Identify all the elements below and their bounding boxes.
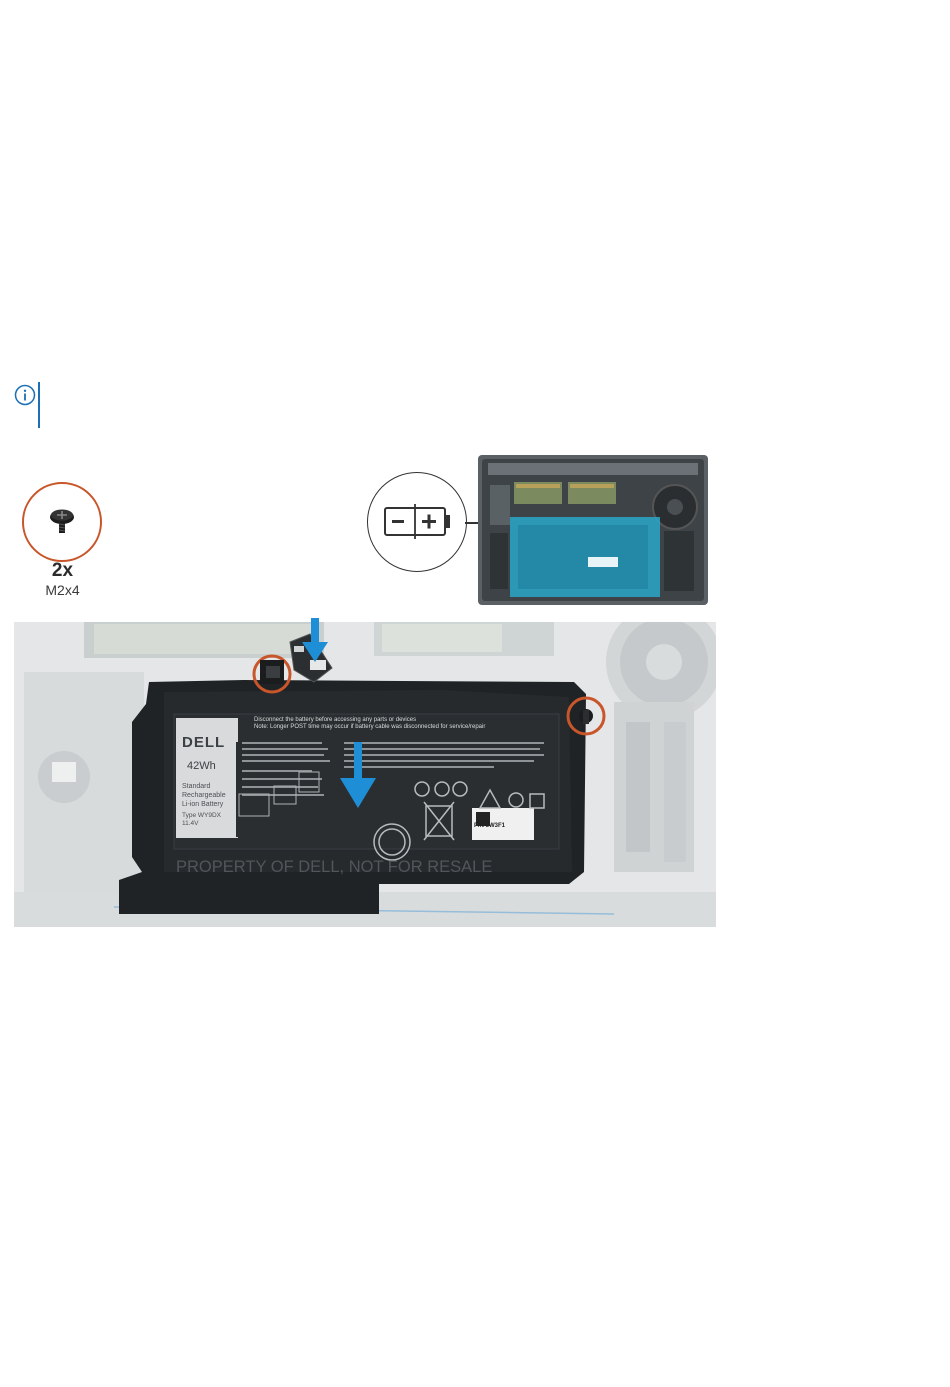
battery-symbol-icon [368, 473, 465, 570]
warning-line-1: Disconnect the battery before accessing … [254, 717, 554, 724]
property-notice: PROPERTY OF DELL, NOT FOR RESALE [176, 858, 516, 877]
battery-desc-line1: Standard [182, 782, 237, 791]
battery-warning: Disconnect the battery before accessing … [254, 717, 554, 731]
battery-capacity: 42Wh [187, 760, 227, 772]
battery-type-block: Type WY9DX 11.4V [182, 812, 237, 828]
warning-line-2: Note: Longer POST time may occur if batt… [254, 724, 554, 731]
system-overview-image [478, 455, 708, 605]
screw-quantity: 2x [0, 560, 125, 582]
info-icon [14, 384, 38, 408]
battery-brand: DELL [182, 734, 234, 751]
battery-voltage: 11.4V [182, 820, 237, 828]
battery-part-number: P/N 8W3F1 [474, 823, 536, 829]
screw-callout [22, 482, 102, 562]
note-marker [14, 382, 54, 428]
battery-desc-line3: Li-ion Battery [182, 800, 237, 809]
note-bar [38, 382, 40, 428]
battery-desc: Standard Rechargeable Li-ion Battery [182, 782, 237, 809]
battery-desc-line2: Rechargeable [182, 791, 237, 800]
screw-icon [24, 484, 100, 560]
arrow-down-icon [338, 742, 378, 812]
arrow-down-icon [300, 618, 330, 664]
battery-type: Type WY9DX [182, 812, 237, 820]
screw-type: M2x4 [0, 582, 125, 598]
battery-symbol-callout [367, 472, 467, 572]
